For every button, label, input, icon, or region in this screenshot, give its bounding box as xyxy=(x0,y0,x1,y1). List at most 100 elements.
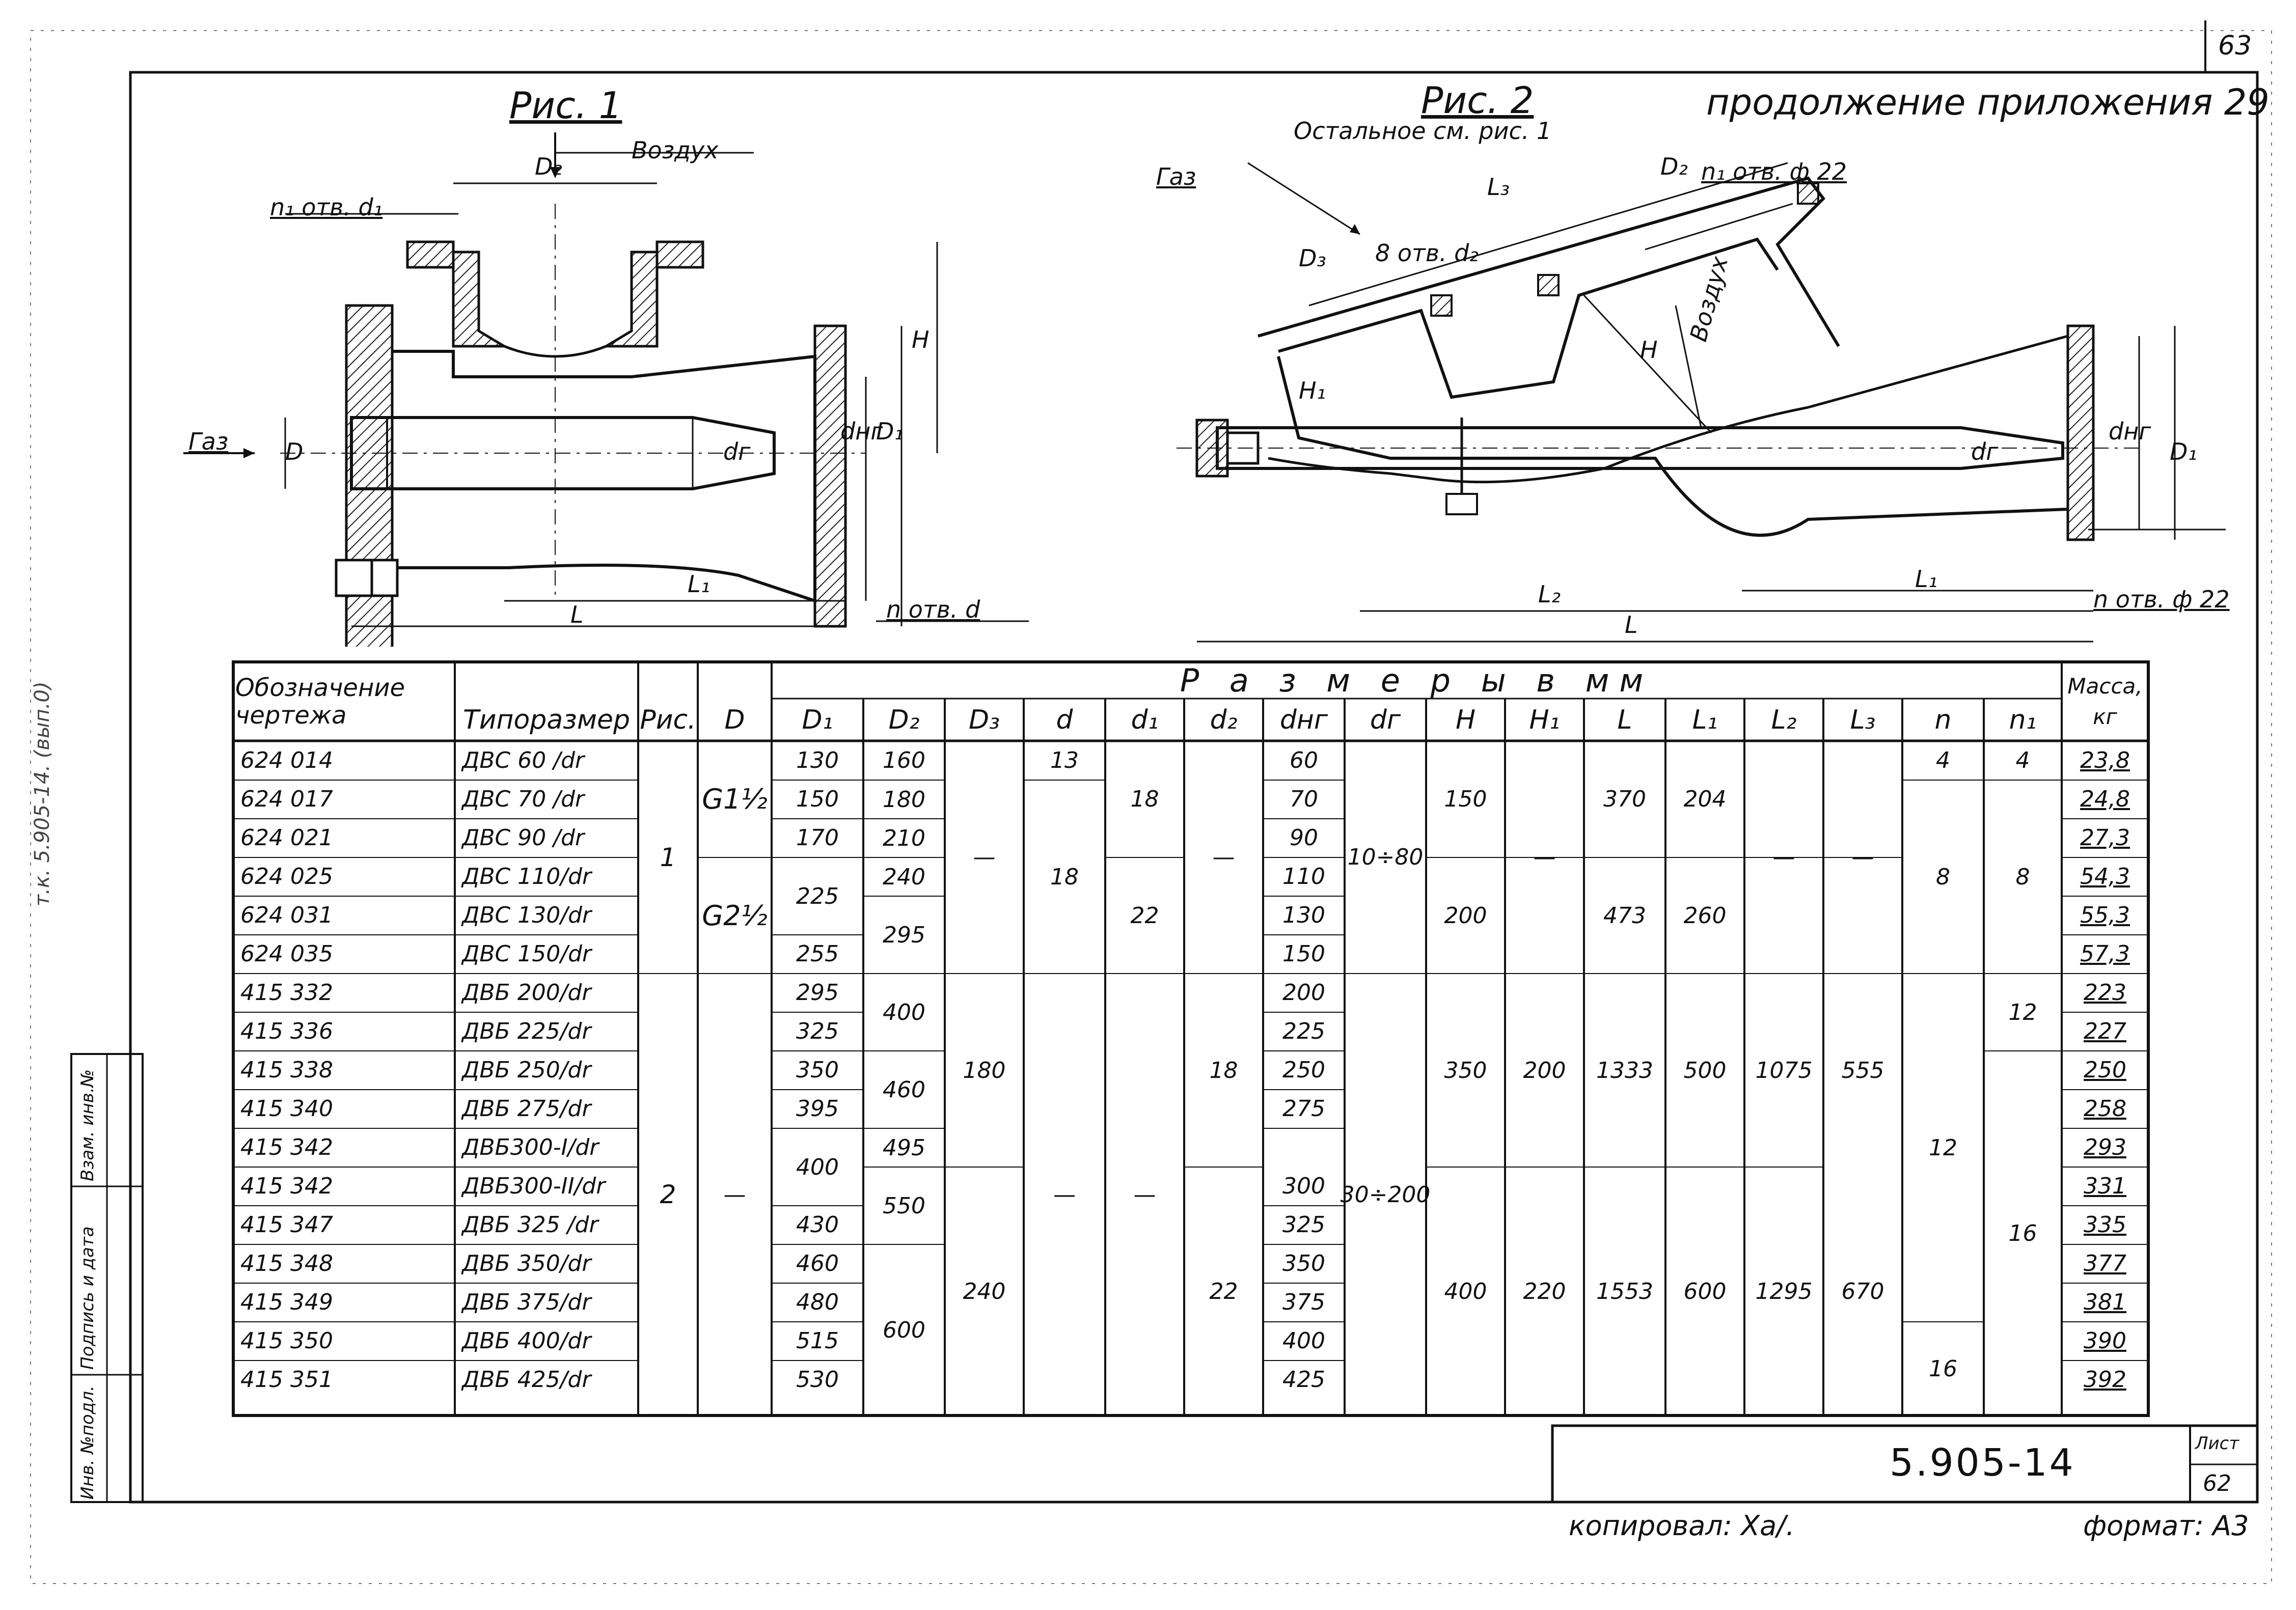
cell-H1-200: 200 xyxy=(1523,1057,1566,1084)
cell-D2-460: 460 xyxy=(883,1076,925,1103)
copied-by: копировал: Ха/. xyxy=(1569,1510,1795,1542)
cell-D3-180: 180 xyxy=(963,1057,1006,1084)
cell-D2-210: 210 xyxy=(883,825,925,851)
cell-L-370: 370 xyxy=(1603,786,1646,812)
fig1-H-label: H xyxy=(912,326,930,353)
continuation-title: продолжение приложения 29 xyxy=(1706,81,2270,123)
cell-D1: 460 xyxy=(796,1250,839,1276)
cell-mass: 258 xyxy=(2084,1095,2126,1122)
cell-code: 624 025 xyxy=(240,863,333,890)
cell-dng: 90 xyxy=(1290,824,1318,851)
fig2-holes-n1-label: n₁ отв. ф 22 xyxy=(1701,158,1847,185)
cell-mass: 57,3 xyxy=(2080,940,2130,967)
cell-size: ДВБ 400/dr xyxy=(462,1327,591,1354)
cell-dng: 300 xyxy=(1282,1173,1325,1199)
cell-L-473: 473 xyxy=(1603,902,1646,929)
th-D3: D₃ xyxy=(969,704,1000,735)
cell-D-a: G1½ xyxy=(702,783,768,815)
th-size: Типоразмер xyxy=(462,704,631,735)
cell-mass: 392 xyxy=(2084,1366,2126,1393)
fig2-L-label: L xyxy=(1625,611,1638,639)
cell-dng: 150 xyxy=(1282,940,1325,967)
cell-size: ДВБ 325 /dr xyxy=(462,1211,598,1238)
cell-code: 415 350 xyxy=(240,1327,333,1354)
cell-L3-555: 555 xyxy=(1841,1057,1884,1084)
cell-size: ДВС 70 /dr xyxy=(462,786,585,812)
th-D: D xyxy=(724,704,745,735)
fig2-dr-label: dг xyxy=(1971,438,1999,465)
cell-mass: 293 xyxy=(2084,1134,2126,1160)
cell-mass: 331 xyxy=(2084,1173,2126,1199)
cell-size: ДВБ 350/dr xyxy=(462,1250,591,1276)
cell-D1: 515 xyxy=(796,1327,839,1354)
fig1-dr-label: dг xyxy=(723,438,751,465)
cell-n1-12: 12 xyxy=(2008,999,2037,1025)
th-L3: L₃ xyxy=(1850,704,1876,735)
cell-D1: 350 xyxy=(796,1057,839,1083)
cell-d-dash: — xyxy=(1053,1181,1076,1208)
fig2-holes-n-label: n отв. ф 22 xyxy=(2093,586,2230,613)
cell-d2-22: 22 xyxy=(1209,1278,1238,1304)
cell-dng xyxy=(1263,1128,1345,1167)
cell-d2-18: 18 xyxy=(1209,1057,1238,1084)
fig2-D3-label: D₃ xyxy=(1299,244,1326,272)
fig1-L1-label: L₁ xyxy=(688,570,710,598)
cell-fig-2: 2 xyxy=(660,1180,676,1209)
th-fig: Рис. xyxy=(640,704,696,735)
fig2-D2-label: D₂ xyxy=(1660,153,1688,180)
cell-n-8: 8 xyxy=(1936,864,1950,890)
cell-mass: 250 xyxy=(2084,1057,2126,1083)
fig1-holes1-label: n₁ отв. d₁ xyxy=(270,193,383,221)
cell-L-1333: 1333 xyxy=(1596,1057,1653,1084)
fig2-title: Рис. 2 xyxy=(1421,79,1534,122)
cell-dng: 350 xyxy=(1282,1250,1325,1276)
cell-mass: 55,3 xyxy=(2080,902,2130,928)
cell-code: 624 014 xyxy=(240,747,333,773)
cell-size: ДВБ300-I/dr xyxy=(462,1134,599,1160)
cell-dng: 400 xyxy=(1282,1327,1325,1354)
th-group: Р а з м е р ы в мм xyxy=(1180,661,1654,699)
cell-L-1553: 1553 xyxy=(1596,1278,1653,1304)
cell-code: 624 021 xyxy=(240,824,333,851)
cell-mass: 377 xyxy=(2084,1250,2126,1276)
cell-D1-400: 400 xyxy=(796,1154,839,1180)
cell-D1: 430 xyxy=(796,1211,839,1238)
cell-dng: 130 xyxy=(1282,902,1325,928)
fig1-drawing xyxy=(183,132,1029,647)
fig1-D1-label: D₁ xyxy=(876,418,904,445)
cell-D2-240: 240 xyxy=(883,864,925,890)
sheet-no: 62 xyxy=(2203,1470,2231,1496)
cell-mass: 335 xyxy=(2084,1211,2126,1238)
cell-H1-220: 220 xyxy=(1523,1278,1566,1304)
cell-D2-160: 160 xyxy=(883,747,925,773)
cell-code: 415 351 xyxy=(240,1366,333,1393)
cell-d1-18: 18 xyxy=(1130,786,1159,812)
cell-code: 415 340 xyxy=(240,1095,333,1122)
cell-D1: 325 xyxy=(796,1018,839,1044)
cell-code: 624 031 xyxy=(240,902,333,928)
fig2-holes8-label: 8 отв. d₂ xyxy=(1375,239,1479,267)
cell-code: 624 017 xyxy=(240,786,333,812)
cell-code: 415 347 xyxy=(240,1211,333,1238)
cell-D1: 130 xyxy=(796,747,839,773)
cell-code: 415 349 xyxy=(240,1289,333,1315)
cell-size: ДВС 130/dr xyxy=(462,902,592,928)
cell-size: ДВБ 225/dr xyxy=(462,1018,591,1044)
format-label: формат: А3 xyxy=(2083,1510,2249,1542)
cell-D3-240: 240 xyxy=(963,1278,1006,1304)
cell-code: 415 342 xyxy=(240,1134,333,1160)
cell-D-b: G2½ xyxy=(702,899,768,932)
cell-D2-295: 295 xyxy=(883,922,925,948)
fig1-air-label: Воздух xyxy=(632,136,719,164)
cell-mass: 24,8 xyxy=(2080,786,2130,812)
cell-D-dash: — xyxy=(723,1181,746,1208)
th-L1: L₁ xyxy=(1692,704,1718,735)
cell-code: 415 336 xyxy=(240,1018,333,1044)
cell-D1: 480 xyxy=(796,1289,839,1315)
cell-size: ДВБ 275/dr xyxy=(462,1095,591,1122)
cell-code: 624 035 xyxy=(240,940,333,967)
cell-size: ДВБ 200/dr xyxy=(462,979,591,1006)
cell-dng: 275 xyxy=(1282,1095,1325,1122)
cell-dng: 425 xyxy=(1282,1366,1325,1393)
